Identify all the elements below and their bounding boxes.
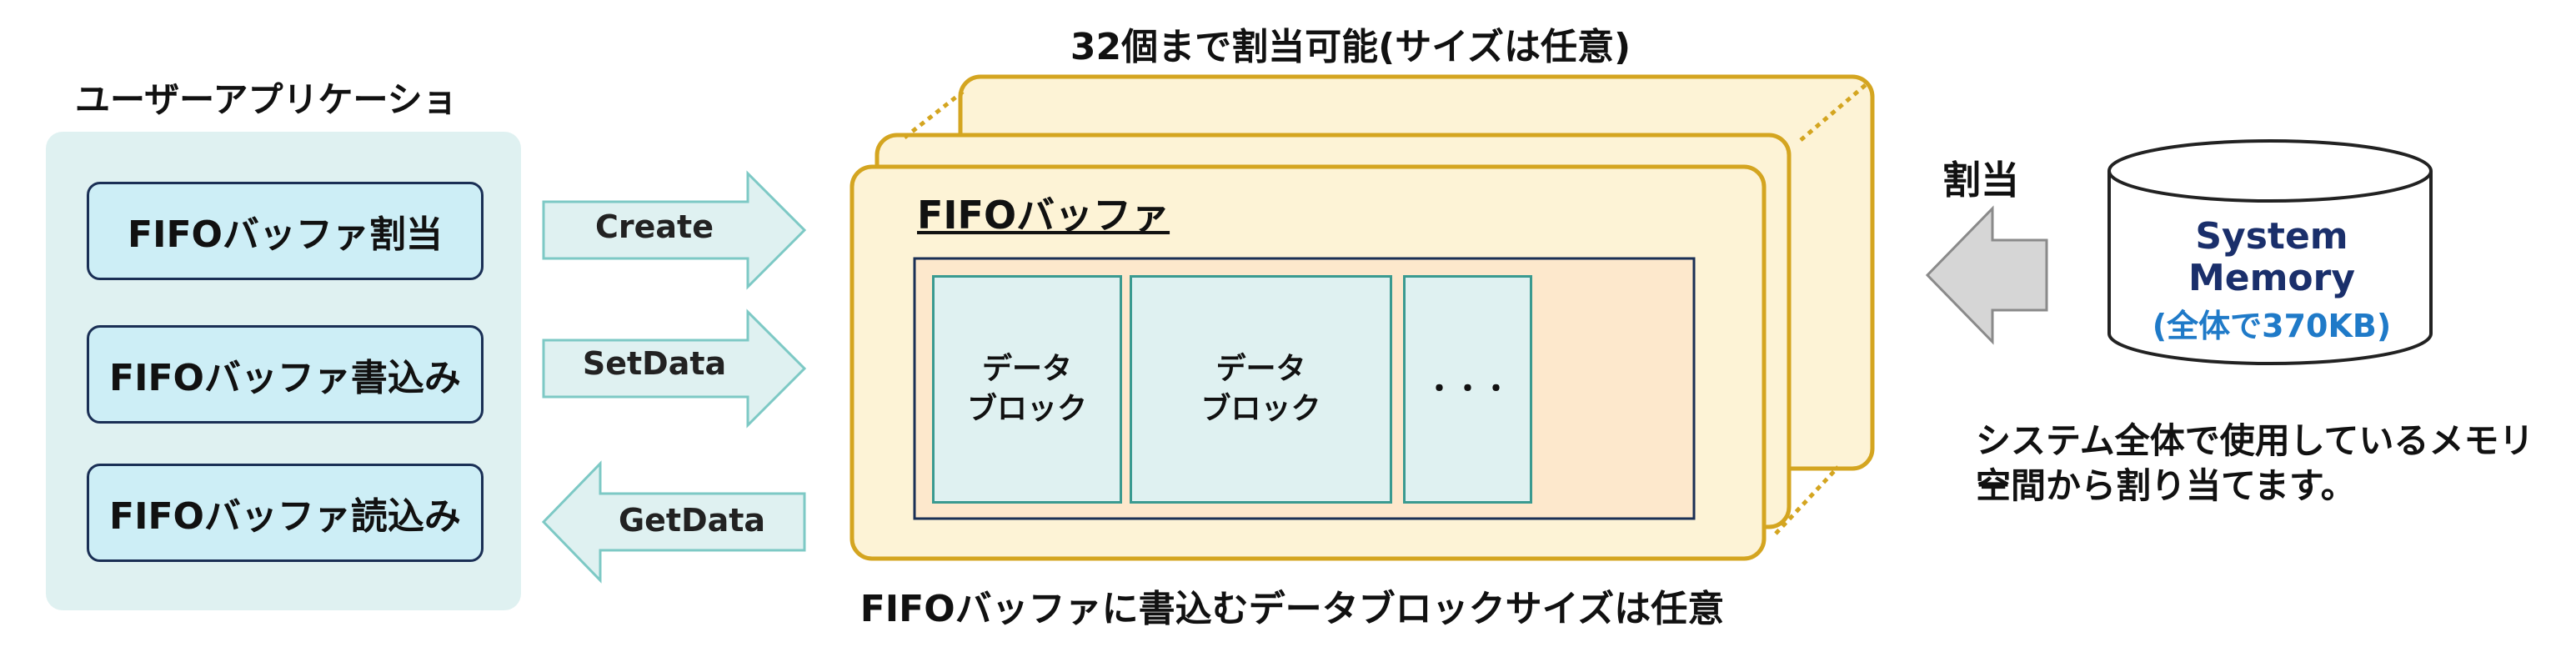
memory-label-line1: System: [2195, 215, 2348, 258]
frame-connector-top-left: [903, 90, 965, 139]
memory-cylinder-top: [2107, 139, 2433, 203]
data-block-line1: データ: [981, 352, 1072, 386]
data-block-line2: ブロック: [1200, 392, 1321, 426]
create-arrow: [542, 170, 807, 290]
ellipsis-text: ・・・: [1425, 373, 1511, 406]
fifo-read-button[interactable]: FIFOバッファ読込み: [87, 464, 484, 562]
allocation-label: 割当: [1942, 158, 2019, 203]
memory-description-line1: システム全体で使用しているメモリー: [1976, 420, 2534, 506]
fifo-title: FIFOバッファ: [917, 193, 1170, 238]
data-block: データ ブロック: [1130, 275, 1392, 504]
create-label: Create: [595, 208, 714, 245]
fifo-alloc-button[interactable]: FIFOバッファ割当: [87, 182, 484, 280]
setdata-label: SetData: [582, 345, 727, 382]
allocation-arrow: [1925, 205, 2048, 345]
getdata-arrow: [541, 460, 806, 584]
fifo-capacity-caption: 32個まで割当可能(サイズは任意): [1070, 26, 1631, 68]
setdata-arrow: [542, 308, 807, 429]
data-block: データ ブロック: [932, 275, 1122, 504]
getdata-label: GetData: [618, 502, 766, 539]
block-size-caption: FIFOバッファに書込むデータブロックサイズは任意: [860, 588, 1725, 630]
memory-label-line2: Memory: [2188, 257, 2356, 299]
data-block-line2: ブロック: [966, 392, 1087, 426]
memory-total-label: (全体で370KB): [2152, 308, 2392, 344]
memory-cylinder-body: [2107, 171, 2433, 365]
data-block-line1: データ: [1215, 352, 1306, 386]
ellipsis-block: ・・・: [1403, 275, 1532, 504]
fifo-write-button[interactable]: FIFOバッファ書込み: [87, 325, 484, 424]
memory-description-line2: 空間から割り当てます。: [1976, 465, 2356, 506]
frame-connector-top-right: [1799, 82, 1869, 142]
